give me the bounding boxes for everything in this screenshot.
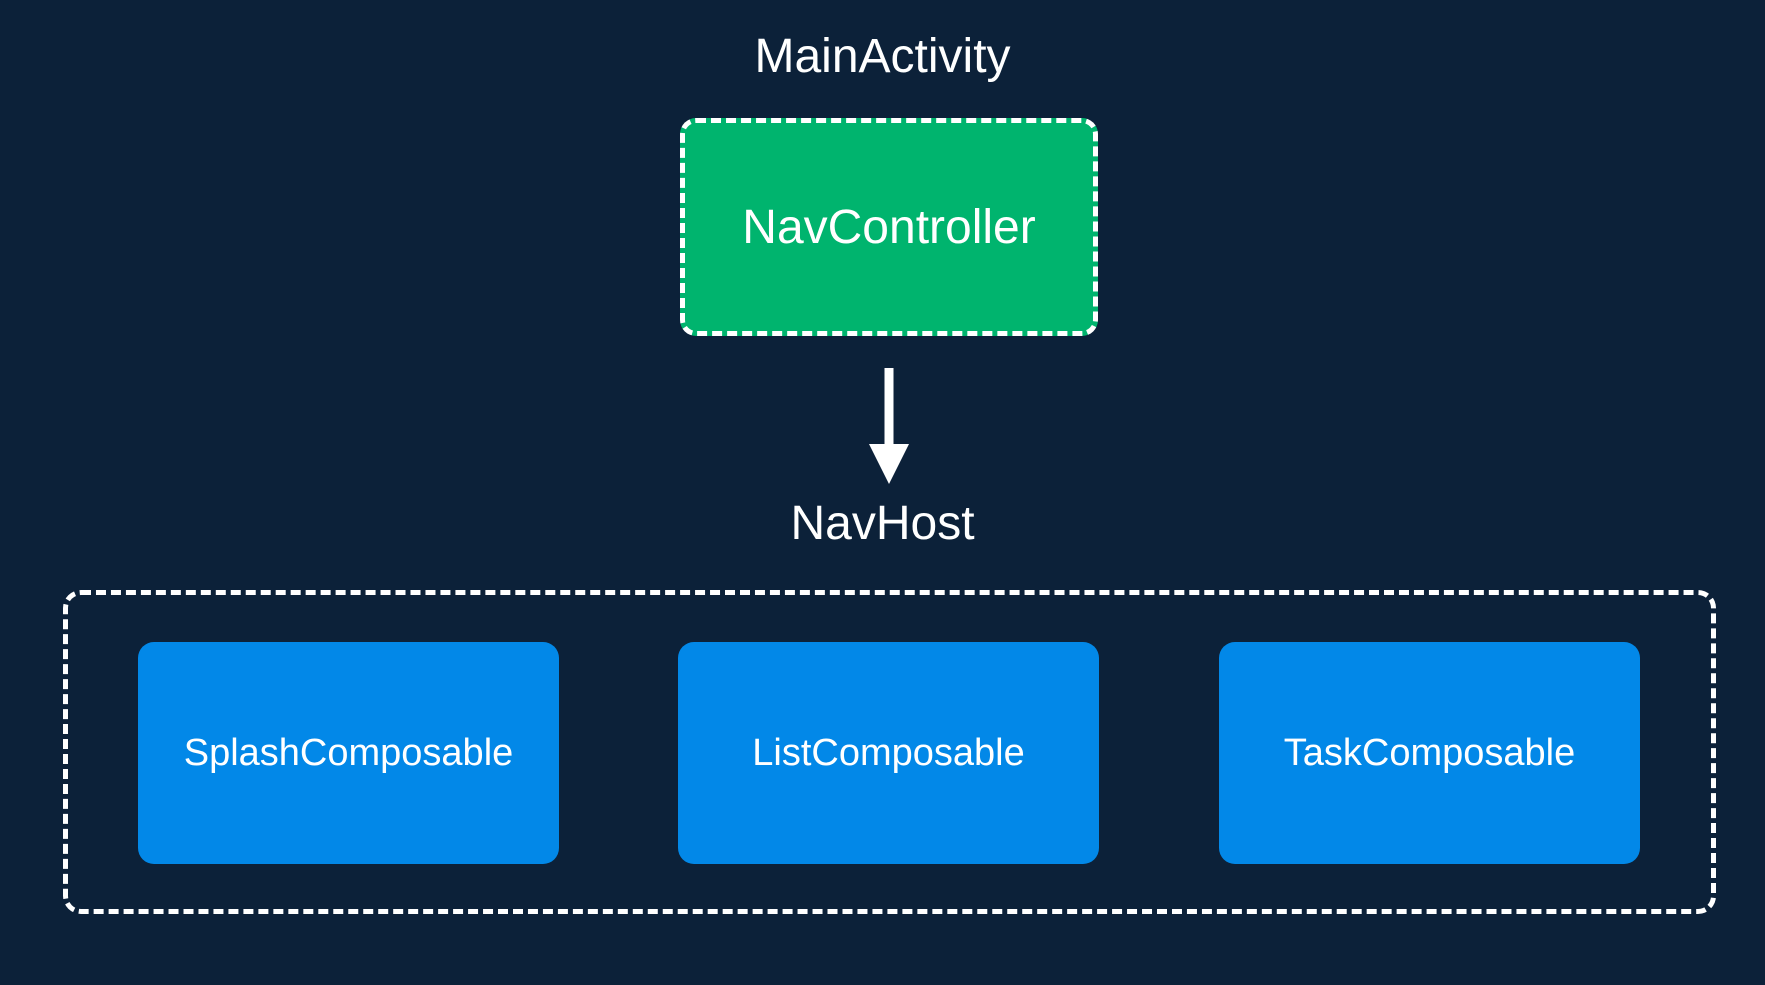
nav-controller-box: NavController — [680, 118, 1098, 336]
nav-host-container — [63, 590, 1716, 914]
list-composable-label: ListComposable — [752, 731, 1025, 774]
main-activity-title: MainActivity — [754, 30, 1011, 83]
task-composable-label: TaskComposable — [1283, 731, 1576, 774]
splash-composable-label: SplashComposable — [183, 731, 514, 774]
down-arrow-icon — [869, 368, 909, 484]
task-composable-box: TaskComposable — [1219, 642, 1640, 864]
nav-host-label: NavHost — [790, 497, 975, 550]
arrow-head — [869, 444, 909, 484]
nav-controller-label: NavController — [742, 200, 1036, 254]
list-composable-box: ListComposable — [678, 642, 1099, 864]
splash-composable-box: SplashComposable — [138, 642, 559, 864]
